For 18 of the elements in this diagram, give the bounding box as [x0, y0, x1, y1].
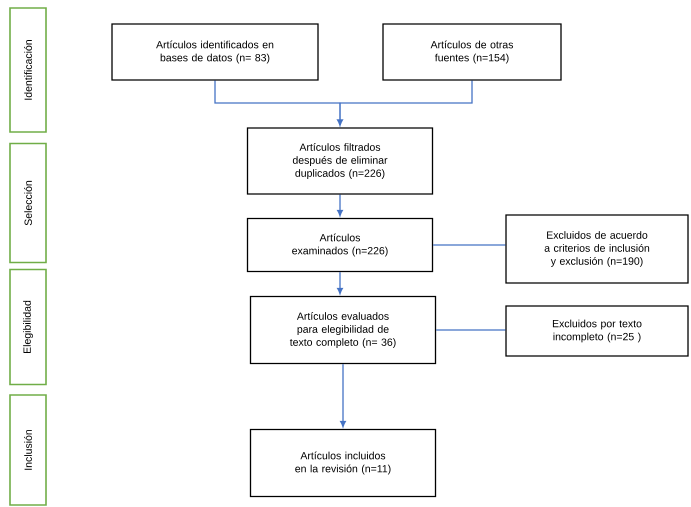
process-box: Artículos incluidos en la revisión (n=11) — [250, 428, 436, 498]
phase-band: Inclusión — [9, 394, 47, 506]
process-box: Artículos evaluados para elegibilidad de texto completo (n= 36) — [250, 296, 436, 364]
phase-band: Elegibilidad — [9, 268, 47, 386]
process-box: Artículos identificados en bases de datos (n= 83) — [111, 23, 319, 81]
connector — [337, 272, 343, 294]
process-box: Artículos examinados (n=226) — [246, 218, 434, 272]
phase-band: Identificación — [9, 7, 47, 133]
phase-band: Selección — [9, 142, 47, 264]
process-box: Artículos de otras fuentes (n=154) — [382, 23, 562, 81]
process-box: Excluidos de acuerdo a criterios de inclusión y exclusión (n=190) — [505, 214, 689, 284]
connector — [436, 329, 506, 331]
process-box: Artículos filtrados después de eliminar duplicados (n=226) — [246, 127, 434, 195]
connector — [337, 194, 343, 216]
connector — [340, 364, 346, 428]
process-box: Excluidos por texto incompleto (n=25 ) — [505, 305, 689, 357]
connector — [337, 80, 473, 126]
connector — [433, 244, 506, 246]
